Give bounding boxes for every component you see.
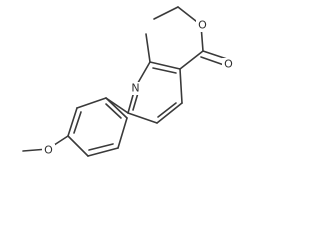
bond-c4-c5: [156, 102, 183, 124]
bond-ph-c5-c6: [117, 117, 128, 149]
bond-methyl: [145, 33, 151, 63]
atom-label-layer: N O O O: [42, 19, 235, 157]
ester-oxygen-label: O: [198, 19, 207, 32]
bond-ph-c1-c2: [76, 97, 107, 109]
bond-ph-c6-c1: [105, 97, 128, 119]
bond-c6-n1-inner: [132, 92, 139, 111]
bond-carbonyl-double-a: [202, 50, 228, 60]
bond-ph-c2-c3-inner: [73, 111, 82, 134]
nitrogen-label: N: [131, 82, 139, 95]
bond-ph-c2-c3: [67, 107, 78, 137]
bond-carbonyl-double-b: [200, 56, 225, 66]
bond-ph-c4-c5-inner: [88, 143, 114, 151]
bond-c4-c5-inner: [157, 102, 177, 118]
bond-c3-carbonyl: [179, 50, 204, 70]
bond-c3-c4: [179, 68, 183, 104]
bond-c2-c3: [149, 61, 181, 70]
bond-c5-c6: [127, 112, 158, 124]
bond-ph-c4-c5: [87, 147, 119, 157]
bond-ethyl: [153, 6, 179, 20]
bond-ph-c3-c4: [67, 135, 89, 157]
bond-ph-c6-c1-inner: [105, 103, 122, 119]
chemical-structure: N O O O: [22, 6, 235, 157]
methoxy-oxygen-label: O: [44, 144, 53, 157]
bond-c2-c3-inner: [152, 67, 177, 74]
carbonyl-oxygen-label: O: [224, 58, 233, 71]
